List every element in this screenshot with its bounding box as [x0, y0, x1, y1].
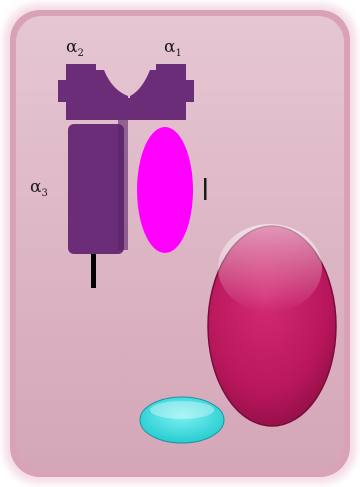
alpha3-domain: [68, 124, 124, 254]
domain-joint: [124, 98, 134, 120]
cyan-organelle-highlight: [150, 401, 214, 419]
beta2m-ellipse: [137, 127, 193, 253]
nucleus-highlight: [218, 224, 322, 312]
alpha3-shade: [118, 120, 128, 250]
transmembrane-stalk: [91, 254, 96, 288]
beta2m-marker: [204, 178, 207, 200]
